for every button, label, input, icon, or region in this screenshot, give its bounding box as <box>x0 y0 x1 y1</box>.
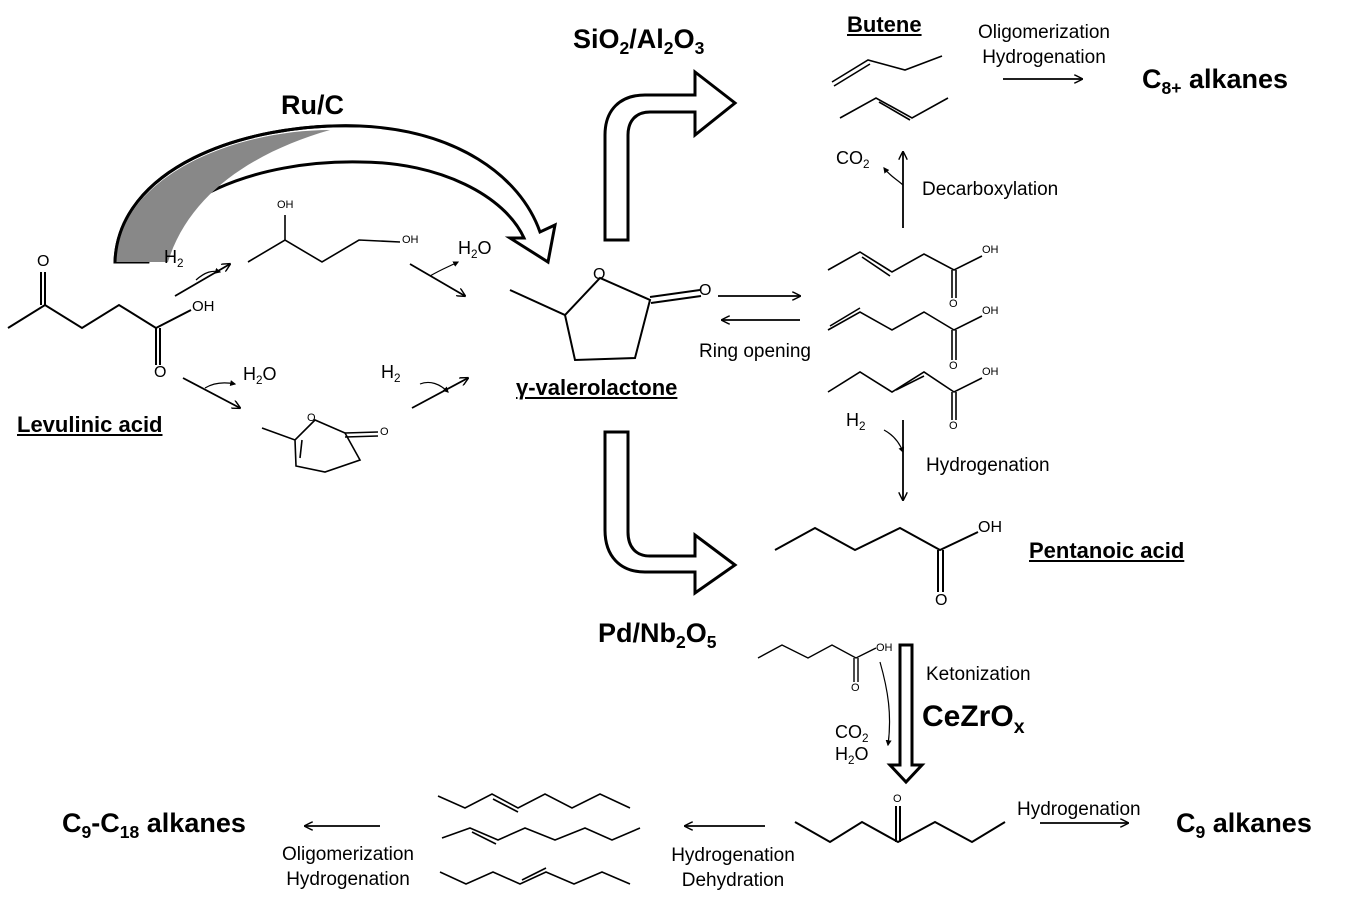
step-hydrogenation-mid: Hydrogenation <box>926 455 1050 476</box>
angelica-lactone-structure <box>261 419 379 473</box>
levulinic-acid-label: Levulinic acid <box>17 412 163 437</box>
atom-o-pentenoic-2: O <box>949 360 958 372</box>
pentanoic-acid-label: Pentanoic acid <box>1029 538 1185 563</box>
atom-oh-diol-1: OH <box>277 199 294 211</box>
atom-oh-pentanoic: OH <box>978 519 1002 536</box>
c8-alkanes-label: C8+ alkanes <box>1142 64 1289 99</box>
step-dehydration: Dehydration <box>681 870 785 891</box>
nonene-structures <box>437 793 641 885</box>
atom-o-angelica-ring: O <box>307 412 316 424</box>
step-hydrogenation-top: Hydrogenation <box>982 47 1106 68</box>
catalyst-pd-nb2o5: Pd/Nb2O5 <box>598 618 717 653</box>
gvl-structure <box>509 276 702 362</box>
atom-o-levulinic-ketone: O <box>37 253 50 270</box>
atom-o-angelica-carbonyl: O <box>380 426 389 438</box>
reagent-h2o-bottom: H2O <box>835 744 869 768</box>
step-decarboxylation: Decarboxylation <box>922 179 1059 200</box>
butene-structures <box>831 55 949 121</box>
atom-o-small-pentanoic: O <box>851 682 860 694</box>
reagent-co2-bottom: CO2 <box>835 722 869 746</box>
step-hydrogenation-right: Hydrogenation <box>1017 799 1141 820</box>
atom-o-pentanoic: O <box>935 592 948 609</box>
reagent-h2-2: H2 <box>381 362 401 386</box>
atom-o-gvl-ring: O <box>593 266 606 283</box>
atom-oh-pentenoic-1: OH <box>982 244 999 256</box>
step-ring-opening: Ring opening <box>699 341 811 362</box>
hollow-arrow-down <box>603 430 738 596</box>
ruc-curved-arrow <box>113 124 558 265</box>
gvl-label: γ-valerolactone <box>516 375 678 400</box>
atom-o-pentenoic-3: O <box>949 420 958 432</box>
step-hydrogenation-left: Hydrogenation <box>286 869 410 890</box>
step-oligomerization-top: Oligomerization <box>978 22 1110 43</box>
step-ketonization: Ketonization <box>926 664 1031 685</box>
pentanoic-acid-structure <box>774 526 979 592</box>
butene-label: Butene <box>847 12 922 37</box>
catalyst-cezrox: CeZrOx <box>922 700 1025 738</box>
reagent-h2o-1: H2O <box>458 238 492 262</box>
atom-o-gvl-carbonyl: O <box>699 282 712 299</box>
small-pentanoic-structure <box>757 644 877 682</box>
nonanone-structure <box>794 806 1006 844</box>
atom-o-pentenoic-1: O <box>949 298 958 310</box>
reagent-h2-1: H2 <box>164 247 184 271</box>
c9-c18-alkanes-label: C9-C18 alkanes <box>62 808 246 843</box>
reagent-h2o-2: H2O <box>243 364 277 388</box>
reagent-h2-3: H2 <box>846 410 866 434</box>
c9-alkanes-label: C9 alkanes <box>1176 808 1312 843</box>
hollow-arrow-up <box>603 68 738 242</box>
levulinic-acid-structure <box>7 272 192 365</box>
atom-oh-small-pentanoic: OH <box>876 642 893 654</box>
step-hydrogenation-bottom: Hydrogenation <box>671 845 795 866</box>
ketonization-arrow <box>886 643 926 785</box>
atom-oh-diol-2: OH <box>402 234 419 246</box>
catalyst-sio2-al2o3: SiO2/Al2O3 <box>573 24 705 59</box>
reagent-co2-top: CO2 <box>836 148 870 172</box>
atom-oh-levulinic: OH <box>192 298 215 315</box>
atom-o-nonanone: O <box>893 793 902 805</box>
step-oligomerization-bottom: Oligomerization <box>282 844 414 865</box>
atom-oh-pentenoic-3: OH <box>982 366 999 378</box>
pentanediol-structure <box>247 215 401 263</box>
pentenoic-acid-structures <box>827 251 983 420</box>
catalyst-ru-c: Ru/C <box>281 90 344 120</box>
atom-oh-pentenoic-2: OH <box>982 305 999 317</box>
atom-o-levulinic-acid: O <box>154 364 167 381</box>
